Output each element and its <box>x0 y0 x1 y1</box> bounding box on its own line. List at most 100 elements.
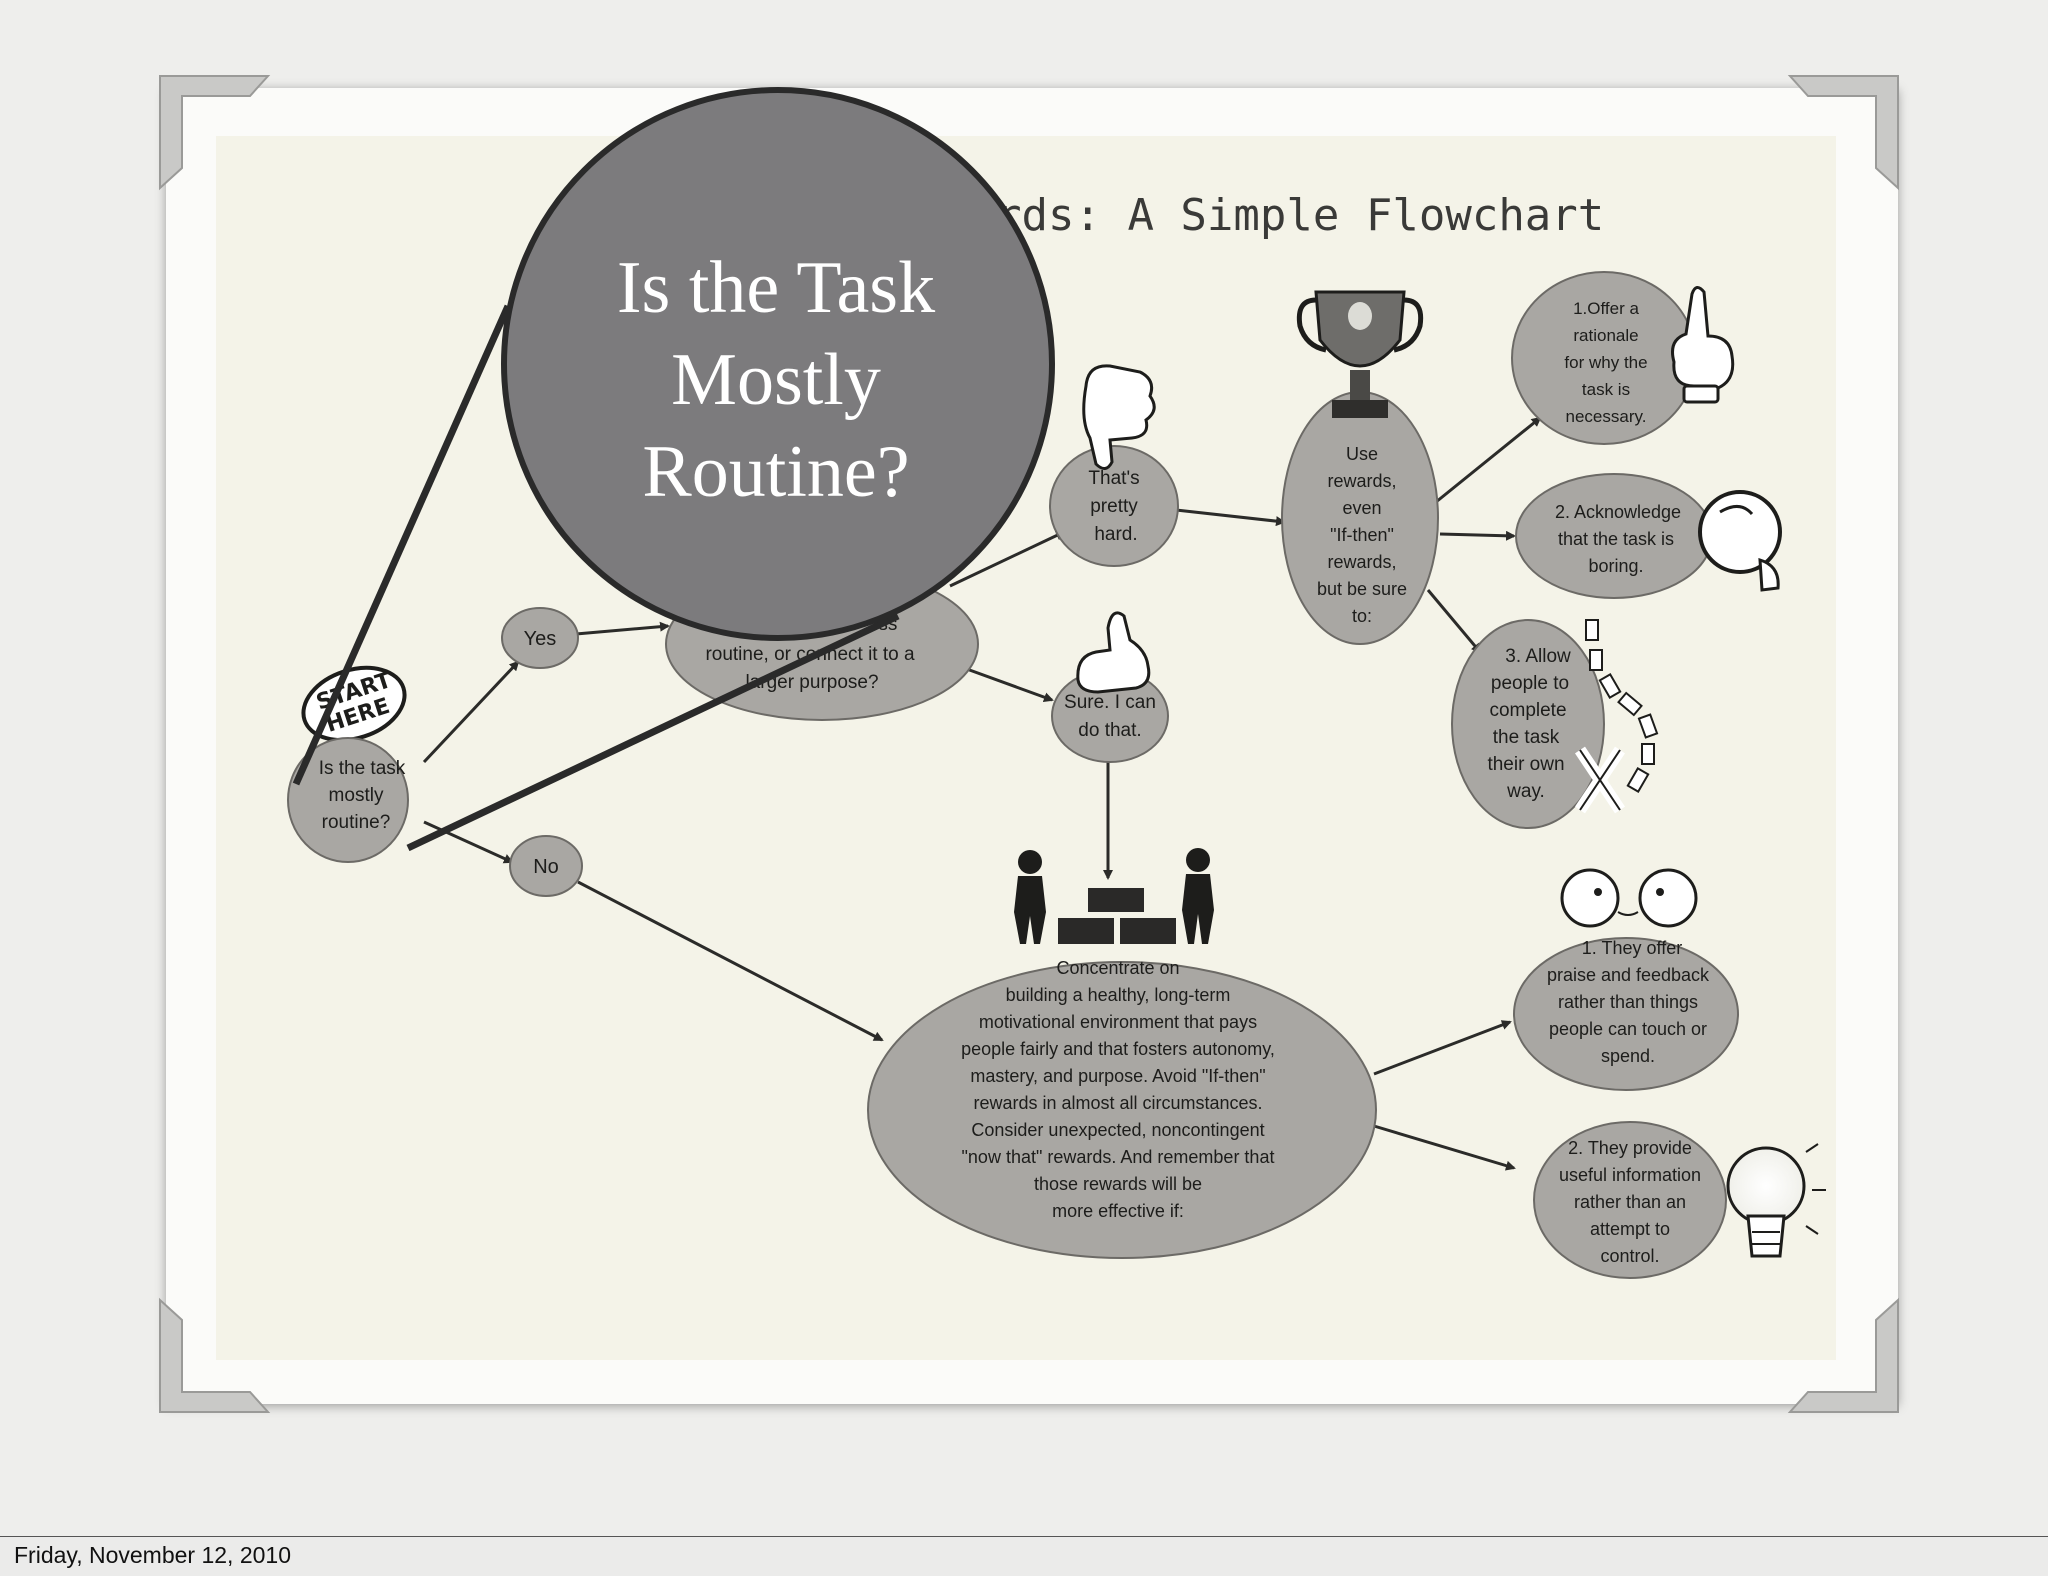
node-rationale-line-3: for why the <box>1564 353 1647 372</box>
node-info-line-1: 2. They provide <box>1568 1138 1692 1158</box>
thinking-face-icon <box>1698 490 1782 592</box>
node-concentrate-line-9: those rewards will be <box>1034 1174 1202 1194</box>
node-allow-own-way: 3. Allow people to complete the task the… <box>1451 619 1605 829</box>
node-concentrate-line-4: people fairly and that fosters autonomy, <box>961 1039 1275 1059</box>
node-allow-line-6: way. <box>1506 781 1545 802</box>
node-info-line-2: useful information <box>1559 1165 1701 1185</box>
node-sure-line-2: do that. <box>1078 720 1141 741</box>
node-concentrate-line-8: "now that" rewards. And remember that <box>962 1147 1275 1167</box>
callout-line-1: Is the Task <box>617 247 935 329</box>
node-no: No <box>509 835 583 897</box>
node-concentrate-line-1: Concentrate on <box>1056 958 1179 978</box>
node-info-line-3: rather than an <box>1574 1192 1686 1212</box>
node-hard-line-1: That's <box>1088 468 1139 489</box>
node-yes-label: Yes <box>524 628 557 650</box>
dotted-path-icon <box>1575 619 1659 814</box>
arrow-concentrate-to-praise <box>1373 1020 1512 1076</box>
arrow-improve-to-hard <box>949 530 1066 588</box>
node-acknowledge-line-3: boring. <box>1588 556 1643 576</box>
node-praise-line-1: 1. They offer <box>1582 938 1682 958</box>
start-here-badge: START HERE <box>301 665 407 743</box>
node-allow-line-5: their own <box>1487 754 1564 775</box>
node-rewards-line-4: "If-then" <box>1330 525 1394 545</box>
node-no-label: No <box>533 856 559 878</box>
node-start-line-1: Is the task <box>319 758 406 779</box>
slide-canvas: rds: A Simple Flowchart START HERE <box>0 75 2048 1537</box>
node-concentrate-line-2: building a healthy, long-term <box>1006 985 1231 1005</box>
node-offer-rationale: 1.Offer a rationale for why the task is … <box>1511 271 1697 445</box>
node-sure-line-1: Sure. I can <box>1064 692 1156 713</box>
node-yes: Yes <box>501 607 579 669</box>
callout-line-3: Routine? <box>642 431 909 513</box>
thumbs-down-icon <box>1082 364 1156 470</box>
node-acknowledge-line-1: 2. Acknowledge <box>1555 502 1681 522</box>
node-concentrate-line-3: motivational environment that pays <box>979 1012 1257 1032</box>
node-rationale-line-2: rationale <box>1573 326 1638 345</box>
flowchart-connectors <box>422 416 1542 1171</box>
arrow-concentrate-to-info <box>1373 1124 1516 1171</box>
node-hard-line-3: hard. <box>1094 524 1137 545</box>
node-allow-line-1: 3. Allow <box>1505 646 1571 667</box>
thumbs-up-icon <box>1076 611 1151 694</box>
node-praise-line-3: rather than things <box>1558 992 1698 1012</box>
photo-corner-bottom-right <box>1787 1297 1899 1413</box>
workers-bricks-icon <box>1014 848 1214 944</box>
node-rationale-line-4: task is <box>1582 380 1630 399</box>
arrow-no-to-concentrate <box>577 880 884 1042</box>
node-praise-line-4: people can touch or <box>1549 1019 1707 1039</box>
arrow-rewards-to-acknowledge <box>1439 530 1516 541</box>
photo-corner-top-left <box>159 75 271 191</box>
node-info-line-4: attempt to <box>1590 1219 1670 1239</box>
node-improve-line-3: larger purpose? <box>745 672 878 693</box>
callout-line-2: Mostly <box>671 339 881 421</box>
node-rewards-line-1: Use <box>1346 444 1378 464</box>
photo-corner-bottom-left <box>159 1297 271 1413</box>
node-rewards-line-6: but be sure <box>1317 579 1407 599</box>
arrow-hard-to-rewards <box>1175 508 1286 527</box>
talking-faces-icon <box>1560 868 1698 928</box>
callout-overlay: Is the Task Mostly Routine? <box>292 87 1055 852</box>
callout-pointer-line-right <box>406 612 900 852</box>
node-praise-feedback: 1. They offer praise and feedback rather… <box>1513 937 1739 1091</box>
node-start-line-2: mostly <box>329 785 384 806</box>
node-hard-line-2: pretty <box>1090 496 1138 517</box>
photo-corner-top-right <box>1787 75 1899 191</box>
node-info-line-5: control. <box>1600 1246 1659 1266</box>
node-concentrate-line-7: Consider unexpected, noncontingent <box>971 1120 1264 1140</box>
node-sure: Sure. I can do that. <box>1051 669 1169 763</box>
node-rewards-line-2: rewards, <box>1327 471 1396 491</box>
trophy-icon <box>1296 290 1424 418</box>
node-concentrate-line-6: rewards in almost all circumstances. <box>973 1093 1262 1113</box>
flowchart-diagram: rds: A Simple Flowchart START HERE <box>159 75 1899 1413</box>
arrow-improve-to-sure <box>963 666 1054 702</box>
node-concentrate-line-5: mastery, and purpose. Avoid "If-then" <box>970 1066 1265 1086</box>
node-concentrate: Concentrate on building a healthy, long-… <box>867 958 1377 1259</box>
callout-circle <box>501 87 1055 641</box>
arrow-start-to-yes <box>422 660 520 764</box>
node-praise-line-2: praise and feedback <box>1547 965 1710 985</box>
node-praise-line-5: spend. <box>1601 1046 1655 1066</box>
arrow-rewards-to-rationale <box>1435 416 1542 504</box>
lightbulb-icon <box>1726 1143 1826 1258</box>
node-start-line-3: routine? <box>322 812 391 833</box>
node-use-rewards: Use rewards, even "If-then" rewards, but… <box>1281 391 1439 645</box>
node-rationale-line-1: 1.Offer a <box>1573 299 1639 318</box>
pointing-finger-icon <box>1671 286 1735 404</box>
flowchart-heading: rds: A Simple Flowchart <box>995 190 1604 241</box>
node-rationale-line-5: necessary. <box>1566 407 1647 426</box>
footer-date: Friday, November 12, 2010 <box>14 1542 291 1568</box>
node-start-question: Is the task mostly routine? <box>287 737 409 863</box>
node-allow-line-3: complete <box>1489 700 1566 721</box>
node-rewards-line-3: even <box>1342 498 1381 518</box>
node-pretty-hard: That's pretty hard. <box>1049 445 1179 567</box>
node-rewards-line-7: to: <box>1352 606 1372 626</box>
callout-pointer-line-left <box>292 304 512 786</box>
node-concentrate-line-10: more effective if: <box>1052 1201 1184 1221</box>
node-rewards-line-5: rewards, <box>1327 552 1396 572</box>
node-allow-line-2: people to <box>1491 673 1569 694</box>
node-allow-line-4: the task <box>1493 727 1560 748</box>
arrow-yes-to-improve <box>575 621 670 636</box>
arrow-start-to-no <box>423 820 514 864</box>
node-useful-information: 2. They provide useful information rathe… <box>1533 1121 1727 1279</box>
arrow-rewards-to-allow <box>1426 589 1482 654</box>
